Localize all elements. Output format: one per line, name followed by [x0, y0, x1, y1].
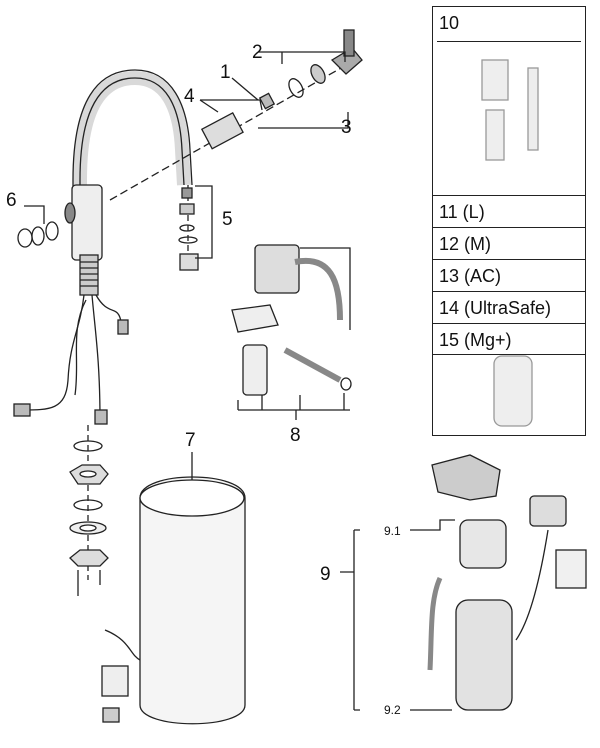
legend-item-15: 15 (Mg+) — [433, 323, 585, 355]
leader-lines — [24, 51, 455, 711]
legend-header-underline — [437, 41, 581, 42]
aerator-parts — [178, 185, 199, 271]
o-rings — [17, 221, 59, 248]
boiler-tank — [101, 476, 246, 725]
legend-item-12: 12 (M) — [433, 227, 585, 259]
faucet-body — [64, 69, 193, 296]
mounting-parts — [69, 425, 109, 596]
part-label-6: 6 — [6, 190, 17, 211]
part-label-9-1: 9.1 — [384, 524, 401, 538]
part-label-2: 2 — [252, 42, 263, 63]
filter-set — [427, 454, 587, 711]
part-label-5: 5 — [222, 209, 233, 230]
handle-assembly — [109, 29, 363, 201]
part-label-4: 4 — [184, 86, 195, 107]
part-label-8: 8 — [290, 425, 301, 446]
part-label-3: 3 — [341, 117, 352, 138]
valve-fittings — [231, 244, 352, 396]
part-label-7: 7 — [185, 430, 196, 451]
faucet-hoses — [13, 294, 129, 425]
legend-item-14: 14 (UltraSafe) — [433, 291, 585, 323]
legend-header: 10 — [439, 13, 460, 33]
part-label-9-2: 9.2 — [384, 703, 401, 717]
legend-illustrations — [481, 59, 539, 427]
accessory-legend-box: 10 11 (L) 12 (M) 13 (AC) 14 (UltraSafe) … — [432, 6, 586, 436]
legend-item-11: 11 (L) — [433, 195, 585, 227]
legend-item-13: 13 (AC) — [433, 259, 585, 291]
part-label-1: 1 — [220, 62, 231, 83]
part-label-9: 9 — [320, 564, 331, 585]
